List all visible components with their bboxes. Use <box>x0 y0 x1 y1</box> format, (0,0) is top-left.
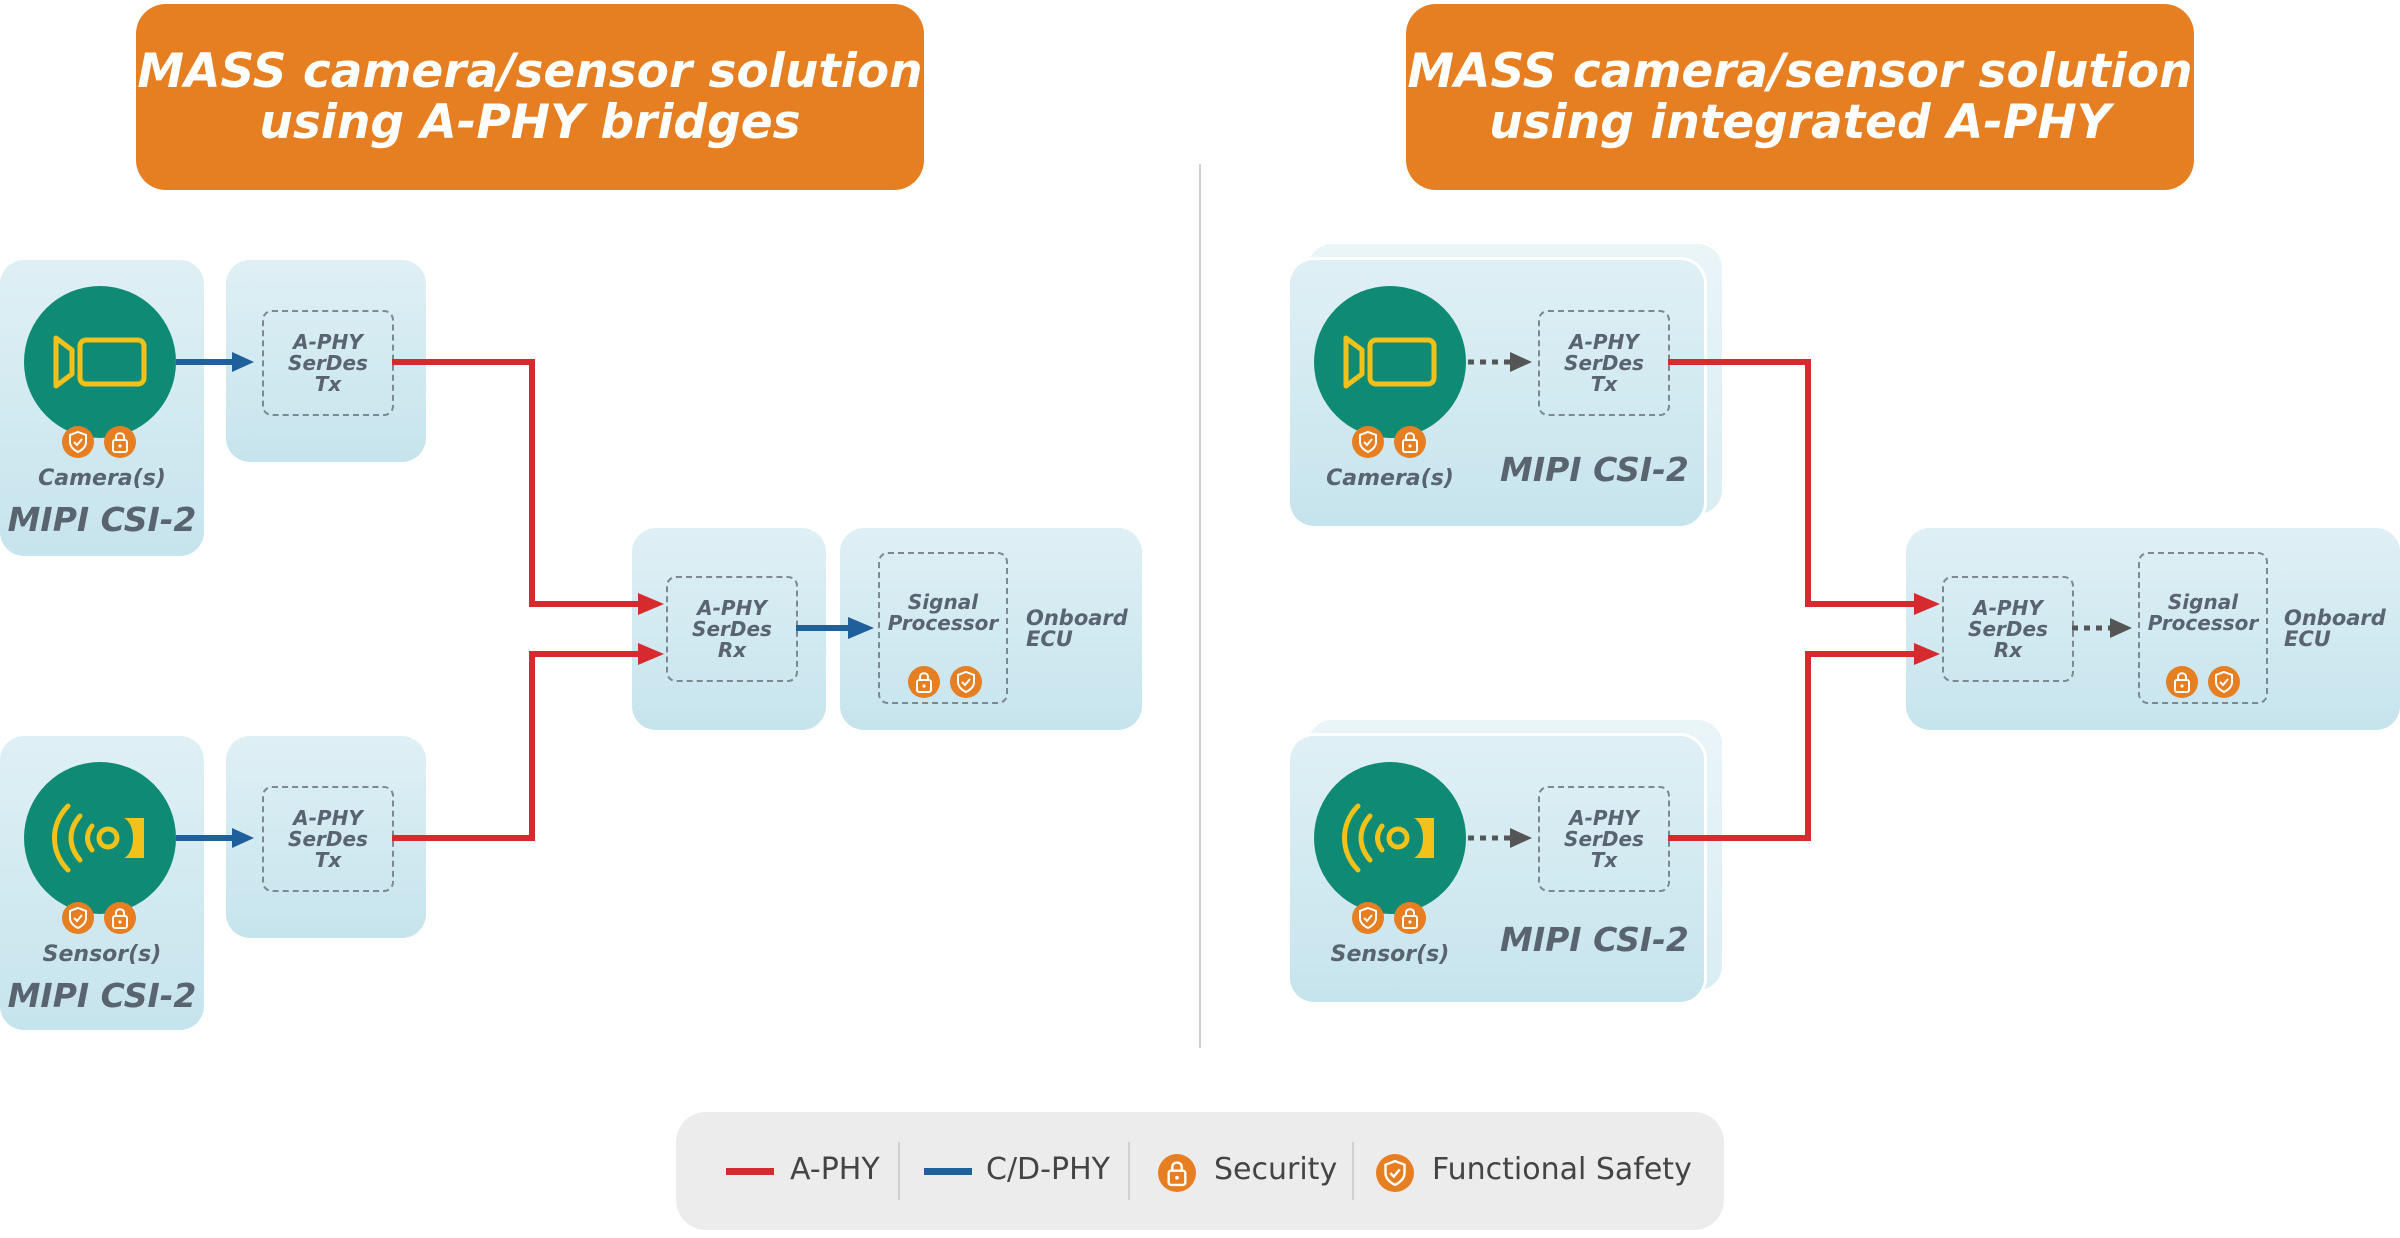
left-camera-protocol: MIPI CSI-2 <box>7 500 197 539</box>
tx-line: A-PHY <box>1569 329 1639 354</box>
legend: A-PHY C/D-PHY Security Functional Safety <box>676 1112 1724 1230</box>
left-ecu-label: Onboard ECU <box>1026 608 1128 650</box>
ecu-line: ECU <box>2284 627 2331 651</box>
right-signal-processor: Signal Processor <box>2138 552 2268 704</box>
ecu-line: Onboard <box>2284 606 2386 630</box>
tx-line: SerDes <box>1564 826 1644 851</box>
legend-cdphy-swatch <box>924 1168 972 1175</box>
sensor-icon <box>52 803 144 873</box>
camera-icon <box>1343 335 1437 389</box>
left-title-line2: using A-PHY bridges <box>259 95 801 150</box>
left-camera-circle <box>24 286 176 438</box>
left-sensor-protocol: MIPI CSI-2 <box>7 976 197 1015</box>
tx-line: SerDes <box>288 826 368 851</box>
tx-line: SerDes <box>1564 350 1644 375</box>
left-cdphy-camera-link <box>176 352 254 372</box>
left-ecu-module <box>840 528 1142 730</box>
right-sensor-protocol: MIPI CSI-2 <box>1500 920 1689 959</box>
left-rx-module <box>632 528 826 730</box>
functional-safety-icon <box>1376 1154 1414 1192</box>
sensor-icon <box>1342 803 1434 873</box>
security-badge-icon <box>104 902 136 934</box>
legend-aphy-swatch <box>726 1168 774 1175</box>
rx-line: A-PHY <box>1973 595 2043 620</box>
security-badge-icon <box>2166 666 2198 698</box>
security-badge-icon <box>1394 426 1426 458</box>
safety-badge-icon <box>62 426 94 458</box>
left-signal-processor: Signal Processor <box>878 552 1008 704</box>
right-ecu-label: Onboard ECU <box>2284 608 2386 650</box>
legend-separator <box>898 1142 900 1200</box>
left-sensor-circle <box>24 762 176 914</box>
processor-line: Processor <box>887 611 999 635</box>
tx-line: Tx <box>1590 371 1618 396</box>
camera-icon <box>53 335 147 389</box>
left-cdphy-sensor-link <box>176 828 254 848</box>
tx-line: SerDes <box>288 350 368 375</box>
right-title-line2: using integrated A-PHY <box>1489 95 2111 150</box>
ecu-line: Onboard <box>1026 606 1128 630</box>
left-aphy-bottom-link <box>392 643 664 841</box>
right-tx-bottom: A-PHY SerDes Tx <box>1538 786 1670 892</box>
tx-line: A-PHY <box>293 329 363 354</box>
legend-aphy-label: A-PHY <box>790 1152 880 1187</box>
panel-divider <box>1199 164 1201 1048</box>
safety-badge-icon <box>1352 902 1384 934</box>
right-internal-camera-link <box>1468 352 1532 372</box>
right-ecu-module <box>1906 528 2400 730</box>
right-title-line1: MASS camera/sensor solution <box>1407 44 2193 99</box>
legend-security-label: Security <box>1214 1152 1338 1187</box>
tx-line: Tx <box>314 371 342 396</box>
rx-line: SerDes <box>692 616 772 641</box>
right-camera-circle <box>1314 286 1466 438</box>
tx-line: Tx <box>314 847 342 872</box>
legend-separator <box>1352 1142 1354 1200</box>
right-panel-title: MASS camera/sensor solution using integr… <box>1406 4 2194 190</box>
rx-line: A-PHY <box>697 595 767 620</box>
right-rx: A-PHY SerDes Rx <box>1942 576 2074 682</box>
rx-line: Rx <box>717 637 747 662</box>
safety-badge-icon <box>950 666 982 698</box>
safety-badge-icon <box>62 902 94 934</box>
right-camera-protocol: MIPI CSI-2 <box>1500 450 1689 489</box>
right-sensor-label: Sensor(s) <box>1330 942 1450 967</box>
left-camera-label: Camera(s) <box>38 466 166 491</box>
tx-line: Tx <box>1590 847 1618 872</box>
rx-line: SerDes <box>1968 616 2048 641</box>
tx-line: A-PHY <box>1569 805 1639 830</box>
right-aphy-top-link <box>1668 359 1940 615</box>
safety-badge-icon <box>2208 666 2240 698</box>
left-sensor-label: Sensor(s) <box>42 942 162 967</box>
legend-safety-label: Functional Safety <box>1432 1152 1692 1187</box>
right-internal-sensor-link <box>1468 828 1532 848</box>
left-panel-title: MASS camera/sensor solution using A-PHY … <box>136 4 924 190</box>
right-aphy-bottom-link <box>1668 643 1940 841</box>
legend-cdphy-label: C/D-PHY <box>986 1152 1110 1187</box>
ecu-line: ECU <box>1026 627 1073 651</box>
left-title-line1: MASS camera/sensor solution <box>137 44 923 99</box>
left-aphy-top-link <box>392 359 664 615</box>
right-sensor-circle <box>1314 762 1466 914</box>
security-badge-icon <box>1394 902 1426 934</box>
tx-line: A-PHY <box>293 805 363 830</box>
processor-line: Signal <box>907 590 979 614</box>
security-badge-icon <box>104 426 136 458</box>
security-badge-icon <box>908 666 940 698</box>
right-internal-rx-to-processor-link <box>2072 618 2132 638</box>
safety-badge-icon <box>1352 426 1384 458</box>
right-camera-label: Camera(s) <box>1326 466 1454 491</box>
legend-separator <box>1128 1142 1130 1200</box>
security-icon <box>1158 1154 1196 1192</box>
rx-line: Rx <box>1993 637 2023 662</box>
processor-line: Signal <box>2167 590 2239 614</box>
left-cdphy-rx-to-processor-link <box>796 617 874 639</box>
processor-line: Processor <box>2147 611 2259 635</box>
